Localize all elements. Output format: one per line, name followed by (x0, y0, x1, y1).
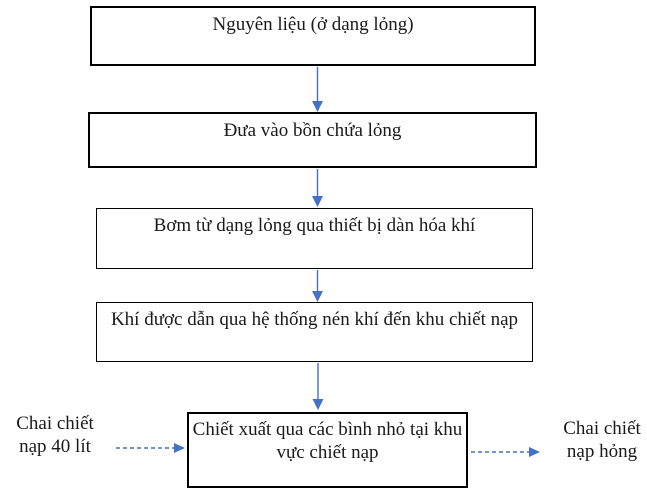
side-label-input-bottle: Chai chiết nạp 40 lít (16, 413, 94, 457)
flow-step-storage-tank: Đưa vào bồn chứa lỏng (88, 112, 537, 168)
arrowhead-down-icon (312, 291, 323, 302)
flow-step-label: Khí được dẫn qua hệ thống nén khí đến kh… (110, 309, 519, 330)
dashed-arrow-right-output (471, 447, 540, 457)
flow-step-label: Đưa vào bồn chứa lỏng (223, 120, 402, 141)
arrowhead-right-icon (174, 443, 185, 453)
flow-step-raw-material: Nguyên liệu (ở dạng lỏng) (90, 6, 536, 66)
arrow-step3-to-step4 (312, 270, 323, 302)
flow-step-filling-area: Chiết xuất qua các bình nhỏ tại khu vực … (187, 412, 468, 488)
flow-step-label: Nguyên liệu (ở dạng lỏng) (212, 14, 414, 35)
flow-step-label: Bơm từ dạng lỏng qua thiết bị dàn hóa kh… (153, 215, 476, 236)
arrow-step4-to-step5 (312, 363, 324, 410)
arrowhead-down-icon (312, 196, 323, 207)
arrowhead-down-icon (312, 101, 323, 112)
flow-step-compression: Khí được dẫn qua hệ thống nén khí đến kh… (96, 302, 533, 362)
arrow-step1-to-step2 (312, 67, 323, 112)
arrow-step2-to-step3 (312, 169, 323, 207)
dashed-arrow-left-input (116, 443, 185, 453)
arrowhead-right-icon (529, 447, 540, 457)
arrowhead-down-icon (312, 399, 324, 410)
flow-step-label: Chiết xuất qua các bình nhỏ tại khu vực … (192, 419, 463, 464)
side-label-rejected-bottle: Chai chiết nạp hỏng (563, 418, 641, 462)
flow-step-vaporizer: Bơm từ dạng lỏng qua thiết bị dàn hóa kh… (96, 208, 533, 269)
